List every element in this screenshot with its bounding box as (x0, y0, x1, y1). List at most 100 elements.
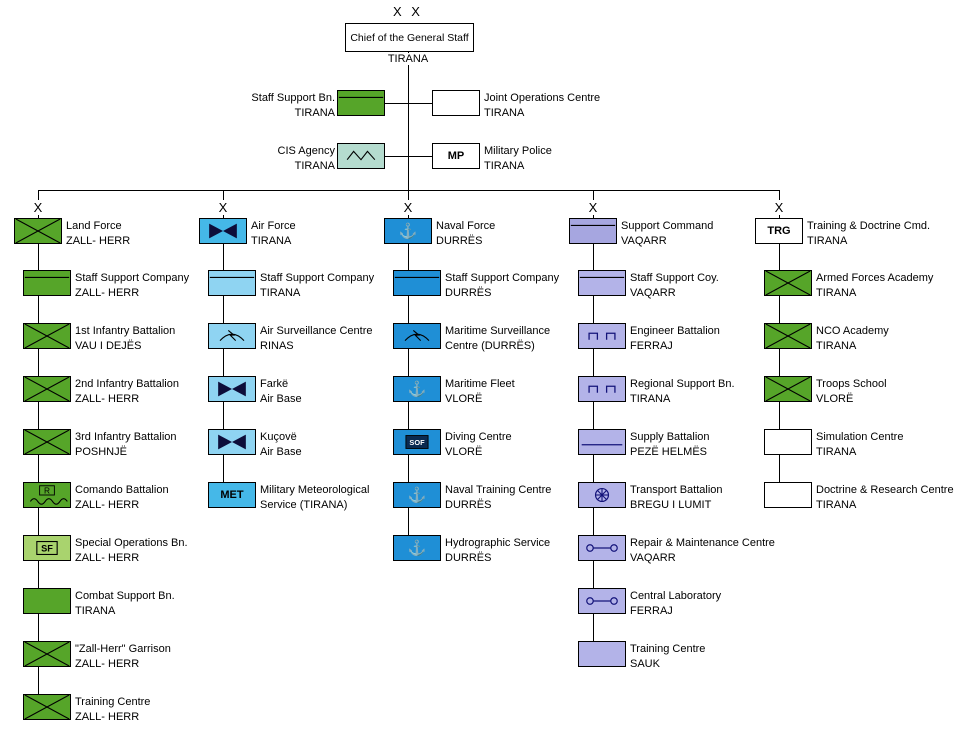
connector-line (385, 103, 432, 104)
staff-bar-icon (579, 276, 625, 279)
unit-name: "Zall-Herr" Garrison (75, 643, 171, 655)
wrench-icon (586, 597, 618, 605)
unit-location: PEZË HELMËS (630, 446, 708, 458)
unit-box-staff-support-coy (578, 270, 626, 296)
unit-location: TIRANA (260, 287, 301, 299)
unit-name: Military Police (484, 145, 552, 157)
commando-icon: R (29, 485, 68, 505)
connector-line (223, 244, 224, 495)
unit-box-air-force (199, 218, 247, 244)
zigzag-icon (346, 150, 376, 161)
svg-text:SOF: SOF (409, 438, 425, 447)
connector-line (408, 49, 409, 190)
unit-name: Air Force (251, 220, 296, 232)
connector-line (385, 156, 432, 157)
radar-icon (219, 330, 245, 342)
unit-name: Staff Support Company (260, 272, 375, 284)
unit-name: Training & Doctrine Cmd. (807, 220, 931, 232)
unit-location: TIRANA (807, 235, 848, 247)
x-diagonals-icon (24, 324, 70, 348)
unit-location: VAQARR (630, 552, 676, 564)
unit-box-special-operations-bn: SF (23, 535, 71, 561)
x-diagonals-icon (15, 219, 61, 243)
wrench-icon (586, 544, 618, 552)
unit-location: TIRANA (816, 340, 857, 352)
unit-location: DURRËS (436, 235, 483, 247)
unit-box-cis-agency (337, 143, 385, 169)
anchor-icon: ⚓ (407, 539, 427, 557)
unit-location: SAUK (630, 658, 660, 670)
unit-box-support-command (569, 218, 617, 244)
unit-box-naval-training-centre: ⚓ (393, 482, 441, 508)
anchor-icon: ⚓ (407, 380, 427, 398)
unit-box-3rd-infantry-battalion (23, 429, 71, 455)
unit-location: ZALL- HERR (66, 235, 131, 247)
root-echelon-mark: X X (393, 4, 423, 19)
unit-name: Supply Battalion (630, 431, 710, 443)
unit-location: DURRËS (445, 552, 492, 564)
echelon-mark: X (772, 200, 786, 215)
unit-box-training-centre (23, 694, 71, 720)
staff-bar-icon (24, 276, 70, 279)
unit-location: Service (TIRANA) (260, 499, 348, 511)
staff-bar-icon (394, 276, 440, 279)
unit-location: POSHNJË (75, 446, 127, 458)
bowtie-icon (218, 434, 246, 450)
unit-location: TIRANA (816, 446, 857, 458)
unit-name: Transport Battalion (630, 484, 723, 496)
unit-box-nco-academy (764, 323, 812, 349)
bridge-icon (588, 385, 616, 393)
connector-line (38, 190, 780, 191)
unit-name: Staff Support Bn. (251, 92, 335, 104)
unit-location: RINAS (260, 340, 294, 352)
unit-box-armed-forces-academy (764, 270, 812, 296)
unit-box-ku-ov (208, 429, 256, 455)
unit-location: DURRËS (445, 499, 492, 511)
sof-badge-icon: SOF (405, 435, 429, 449)
unit-location: TIRANA (816, 287, 857, 299)
unit-location: ZALL- HERR (75, 658, 140, 670)
bowtie-icon (209, 223, 237, 239)
unit-location: FERRAJ (630, 605, 673, 617)
unit-name: Staff Support Coy. (630, 272, 719, 284)
unit-label-staff-support-coy: Staff Support Coy.VAQARR (630, 271, 719, 301)
unit-name: Support Command (621, 220, 714, 232)
unit-box-staff-support-company (393, 270, 441, 296)
staff-bar-icon (209, 276, 255, 279)
unit-name: Hydrographic Service (445, 537, 551, 549)
unit-name: Doctrine & Research Centre (816, 484, 954, 496)
unit-name: Kuçovë (260, 431, 297, 443)
unit-location: VAU I DEJËS (75, 340, 142, 352)
unit-box-naval-force: ⚓ (384, 218, 432, 244)
unit-box-fark (208, 376, 256, 402)
unit-box-central-laboratory (578, 588, 626, 614)
unit-location: Air Base (260, 446, 302, 458)
unit-name: Comando Battalion (75, 484, 169, 496)
unit-name: 3rd Infantry Battalion (75, 431, 177, 443)
x-diagonals-icon (24, 642, 70, 666)
unit-location: TIRANA (484, 160, 525, 172)
unit-box-doctrine-research-centre (764, 482, 812, 508)
x-diagonals-icon (765, 377, 811, 401)
unit-box-staff-support-company (23, 270, 71, 296)
radar-icon (404, 330, 430, 342)
unit-location: ZALL- HERR (75, 287, 140, 299)
unit-location: ZALL- HERR (75, 552, 140, 564)
unit-box-land-force (14, 218, 62, 244)
